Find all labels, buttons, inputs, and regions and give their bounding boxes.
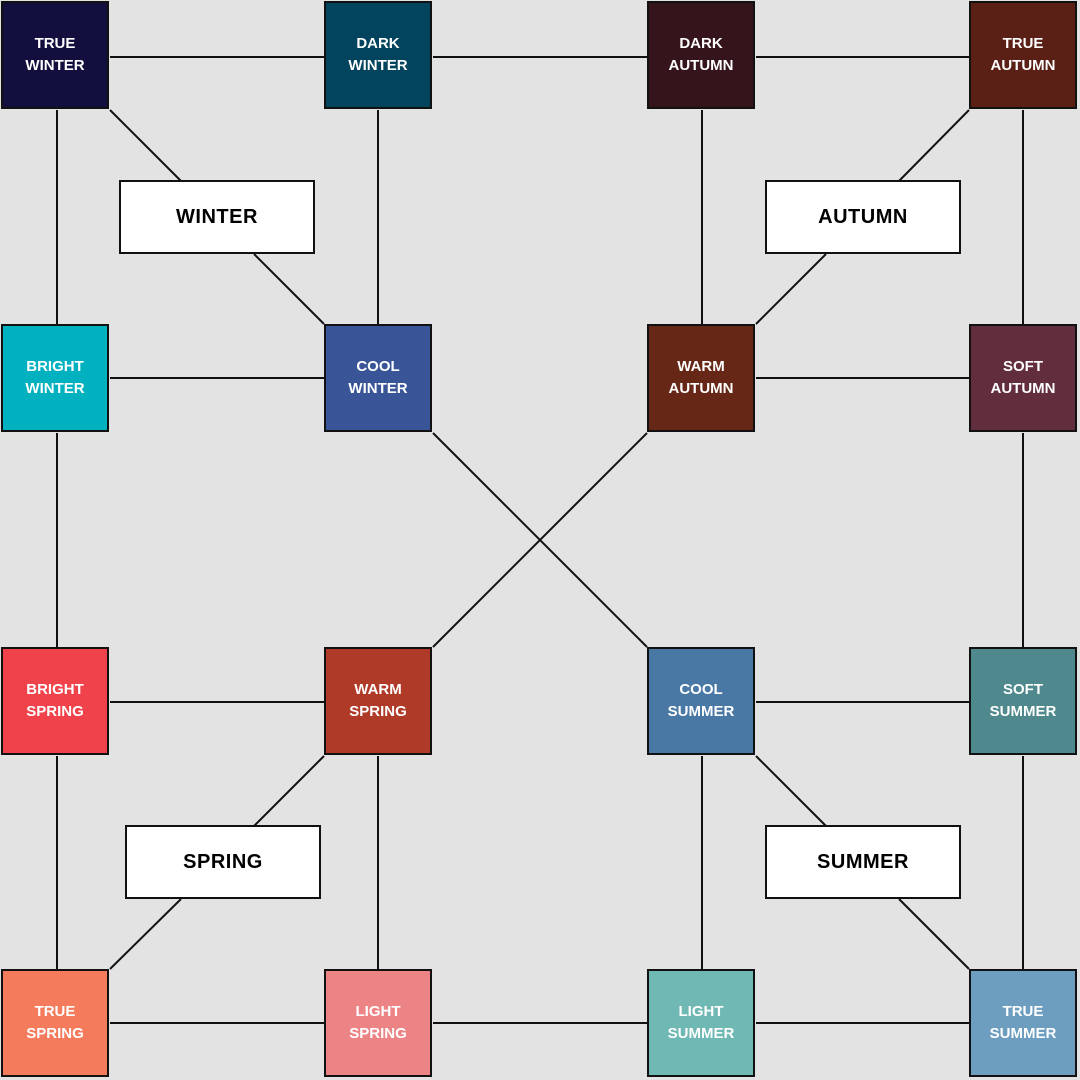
season-label-autumn: AUTUMN	[765, 180, 961, 254]
season-label-text: WINTER	[176, 205, 258, 228]
connector-line	[898, 109, 970, 182]
tile-label-line2: AUTUMN	[990, 57, 1056, 74]
tile-label-line2: SUMMER	[667, 703, 735, 720]
tile-label-line2: SPRING	[26, 1025, 84, 1042]
tile-label-line1: SOFT	[1002, 681, 1043, 698]
tile-label-line2: WINTER	[25, 57, 85, 74]
season-label-winter: WINTER	[119, 180, 315, 254]
tile-true-summer: TRUE SUMMER	[969, 969, 1077, 1077]
tile-label-line1: COOL	[679, 681, 723, 698]
tile-label-line1: SOFT	[1003, 358, 1043, 375]
tile-soft-summer: SOFT SUMMER	[969, 647, 1077, 755]
connector-line	[109, 898, 182, 970]
tile-label-line1: BRIGHT	[26, 358, 84, 375]
tile-true-winter: TRUE WINTER	[1, 1, 109, 109]
tile-warm-spring: WARM SPRING	[324, 647, 432, 755]
tile-label-line2: SPRING	[349, 1025, 407, 1042]
tile-true-autumn: TRUE AUTUMN	[969, 1, 1077, 109]
tile-light-summer: LIGHT SUMMER	[647, 969, 755, 1077]
tile-soft-autumn: SOFT AUTUMN	[969, 324, 1077, 432]
tile-label-line1: WARM	[677, 358, 725, 375]
tile-label-line1: DARK	[356, 35, 400, 52]
season-label-spring: SPRING	[125, 825, 321, 899]
tile-dark-autumn: DARK AUTUMN	[647, 1, 755, 109]
tile-label-line1: TRUE	[1002, 1003, 1044, 1020]
season-label-summer: SUMMER	[765, 825, 961, 899]
tile-label-line2: AUTUMN	[668, 380, 734, 397]
connector-line	[253, 755, 325, 827]
tile-label-line1: DARK	[679, 35, 723, 52]
tile-true-spring: TRUE SPRING	[1, 969, 109, 1077]
tile-bright-spring: BRIGHT SPRING	[1, 647, 109, 755]
tile-label-line2: AUTUMN	[668, 57, 734, 74]
tile-label-line2: WINTER	[348, 57, 408, 74]
season-label-text: SUMMER	[817, 850, 909, 873]
tile-bright-winter: BRIGHT WINTER	[1, 324, 109, 432]
tile-cool-summer: COOL SUMMER	[647, 647, 755, 755]
connector-line	[109, 109, 182, 182]
tile-label-line2: SUMMER	[989, 703, 1057, 720]
tile-label-line2: WINTER	[25, 380, 85, 397]
tile-label-line2: SUMMER	[989, 1025, 1057, 1042]
tile-light-spring: LIGHT SPRING	[324, 969, 432, 1077]
connector-line	[755, 253, 827, 325]
tile-warm-autumn: WARM AUTUMN	[647, 324, 755, 432]
tile-label-line2: WINTER	[348, 380, 408, 397]
connector-line	[898, 898, 970, 970]
tile-label-line1: LIGHT	[678, 1003, 724, 1020]
connector-line	[755, 755, 827, 827]
connector-line	[432, 432, 648, 648]
tile-label-line1: TRUE	[34, 35, 76, 52]
tile-label-line1: TRUE	[34, 1003, 76, 1020]
tile-label-line1: BRIGHT	[26, 681, 84, 698]
tile-cool-winter: COOL WINTER	[324, 324, 432, 432]
connector-line	[253, 253, 325, 325]
tile-label-line1: TRUE	[1002, 35, 1044, 52]
tile-label-line1: WARM	[354, 681, 402, 698]
season-label-text: SPRING	[183, 850, 263, 873]
tile-label-line2: AUTUMN	[990, 380, 1056, 397]
tile-label-line1: LIGHT	[355, 1003, 401, 1020]
tile-label-line2: SUMMER	[667, 1025, 735, 1042]
season-label-text: AUTUMN	[818, 205, 908, 228]
tile-dark-winter: DARK WINTER	[324, 1, 432, 109]
tile-label-line2: SPRING	[349, 703, 407, 720]
tile-label-line2: SPRING	[26, 703, 84, 720]
tile-label-line1: COOL	[356, 358, 400, 375]
